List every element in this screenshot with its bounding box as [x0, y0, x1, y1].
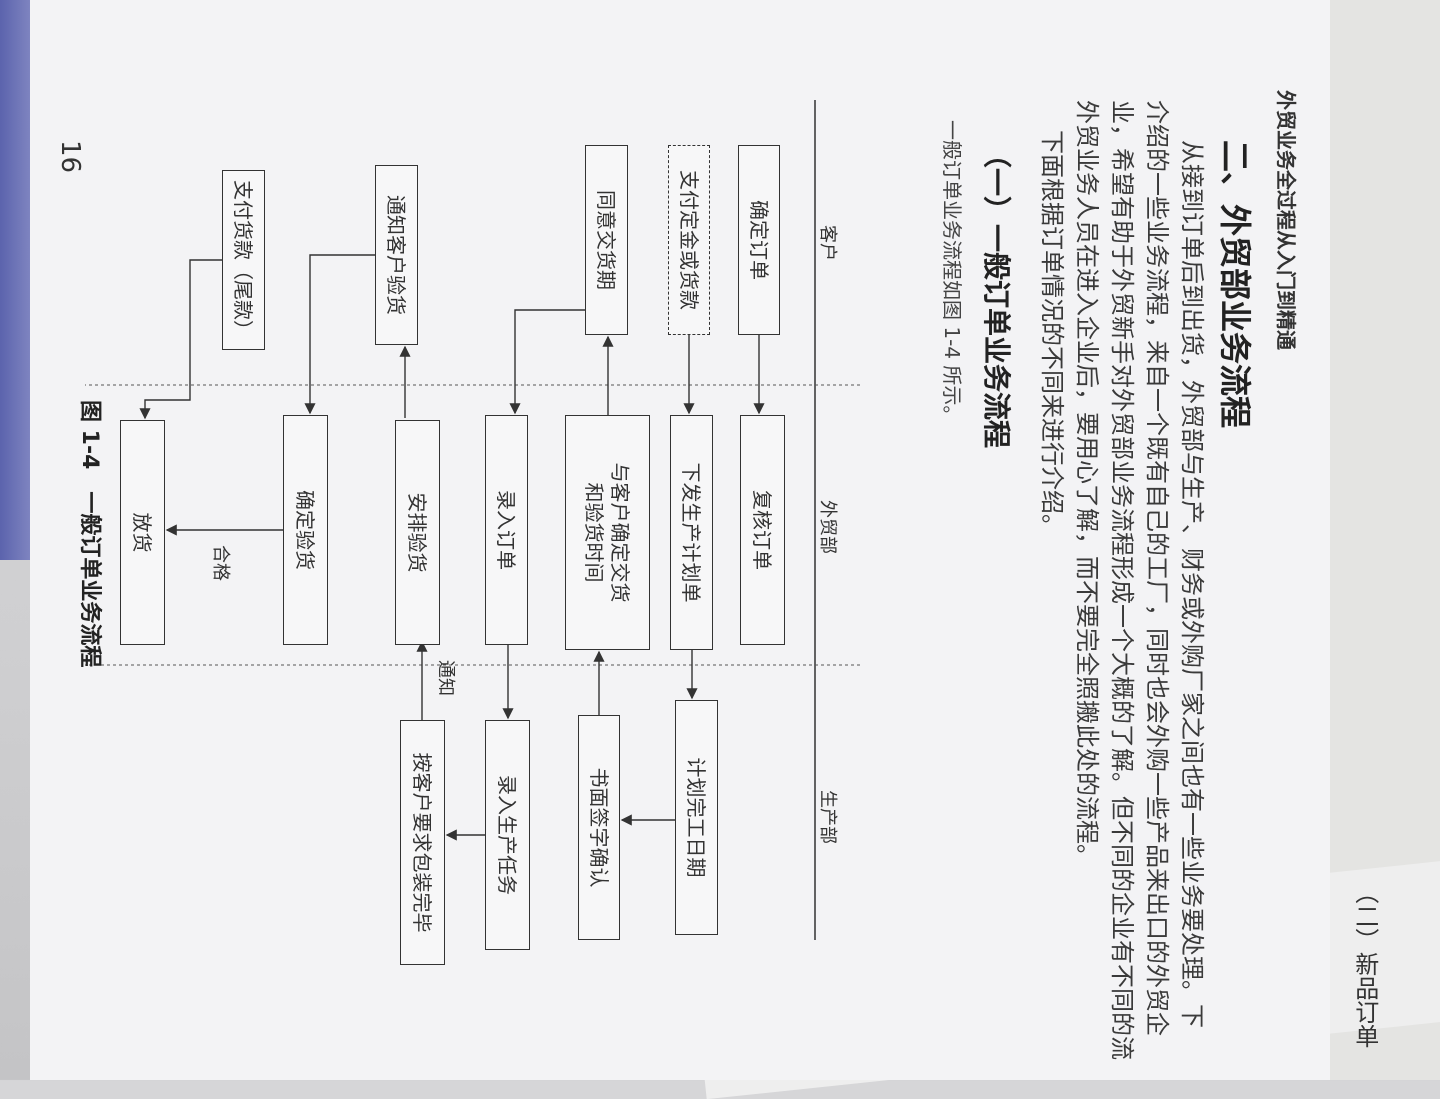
lane-label-production: 生产部: [817, 790, 838, 844]
box-written-confirm: 书面签字确认: [578, 715, 620, 940]
page-number: 16: [55, 140, 85, 174]
box-pay-balance: 支付货款（尾款）: [222, 170, 265, 350]
box-agree-delivery: 同意交货期: [585, 145, 628, 335]
box-review-order: 复核订单: [740, 415, 785, 645]
flowchart-lines: [85, 100, 860, 940]
box-pay-deposit: 支付定金或货款: [668, 145, 710, 335]
box-arrange-inspection: 安排验货: [395, 420, 440, 645]
box-enter-production: 录入生产任务: [485, 720, 530, 950]
arrow-label-qualified: 合格: [210, 545, 231, 581]
arrow-label-notify: 通知: [435, 660, 456, 696]
box-packing-done: 按客户要求包装完毕: [400, 720, 445, 965]
arrow: [139, 259, 222, 420]
arrow: [304, 254, 375, 415]
arrow: [509, 309, 585, 415]
box-confirm-order: 确定订单: [738, 145, 780, 335]
box-notify-inspection: 通知客户验货: [375, 165, 418, 345]
box-line: 和验货时间: [582, 482, 607, 583]
box-issue-plan: 下发生产计划单: [670, 415, 713, 650]
box-confirm-delivery-time: 与客户确定交货 和验货时间: [565, 415, 650, 650]
lane-label-trade-dept: 外贸部: [817, 500, 838, 554]
box-plan-completion: 计划完工日期: [675, 700, 718, 935]
figure-caption: 图 1-4 一般订单业务流程: [77, 400, 102, 668]
box-release-goods: 放货: [120, 420, 165, 645]
next-page-heading: （二）新品订单: [1350, 880, 1379, 1048]
book-page: 外贸业务全过程从入门到精通 二、外贸部业务流程 从接到订单后到出货，外贸部与生产…: [30, 0, 1330, 1080]
box-confirm-inspection: 确定验货: [283, 415, 328, 645]
box-enter-order: 录入订单: [485, 415, 528, 645]
box-line: 与客户确定交货: [608, 462, 633, 603]
lane-label-customer: 客户: [817, 225, 838, 261]
